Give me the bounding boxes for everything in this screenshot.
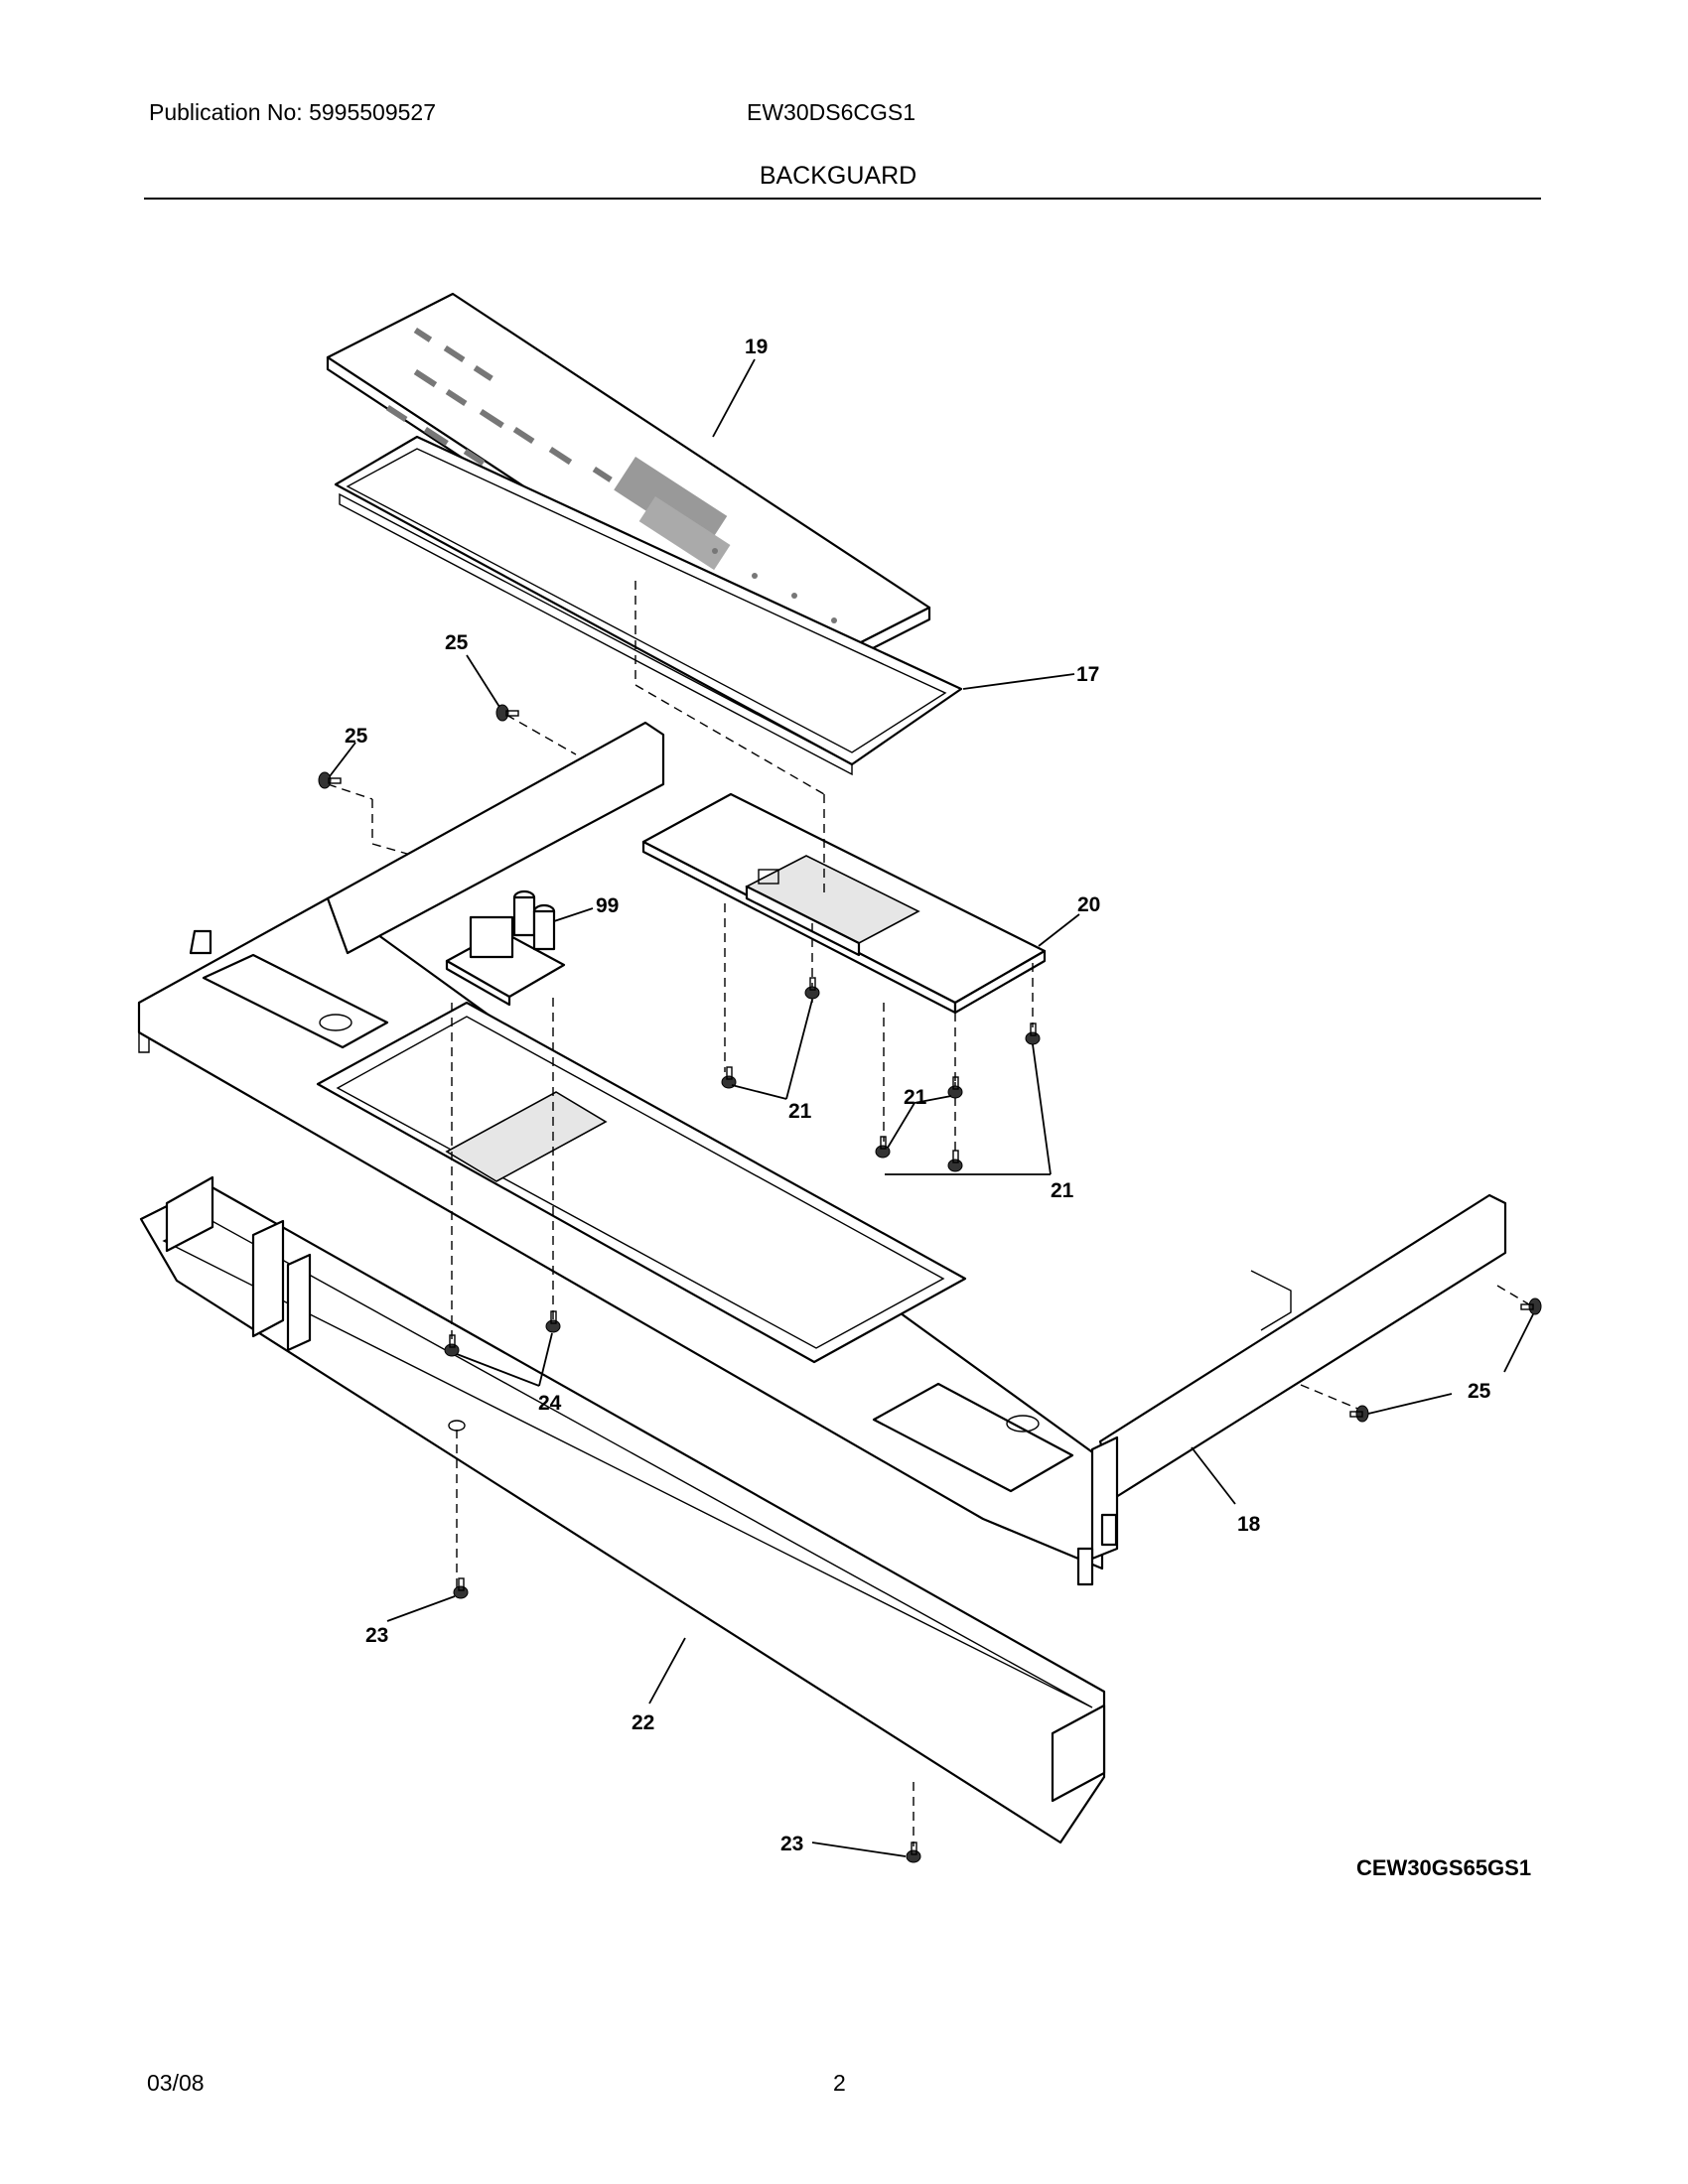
- leader-lines: [329, 358, 1534, 1857]
- page-number: 2: [833, 2070, 846, 2096]
- screw-icon: [947, 1076, 963, 1099]
- callout-21-right: 21: [1051, 1179, 1074, 1202]
- screw-icon: [947, 1150, 963, 1172]
- callout-24: 24: [538, 1392, 562, 1415]
- callout-23-upper: 23: [365, 1624, 388, 1647]
- callout-19: 19: [745, 336, 768, 358]
- callout-labels: 19 17 25 25 99 20 21 21 21 24 25 18 23 2…: [345, 336, 1491, 1855]
- section-title: BACKGUARD: [0, 162, 1688, 191]
- screw-icon: [318, 771, 342, 789]
- screws: [318, 704, 1542, 1863]
- part-20-control-board: [641, 792, 1047, 1015]
- screw-icon: [545, 1310, 561, 1333]
- callout-99: 99: [596, 894, 619, 917]
- screw-icon: [906, 1842, 921, 1863]
- screw-icon: [495, 704, 519, 722]
- part-18-backguard-frame: [137, 721, 1507, 1586]
- callout-17: 17: [1076, 663, 1099, 686]
- header-rule: [144, 198, 1541, 200]
- overlay-graphics: [385, 328, 837, 643]
- publication-number: Publication No: 5995509527: [149, 99, 437, 125]
- part-99-transformer-board: [445, 889, 566, 1007]
- callout-23-lower: 23: [780, 1833, 803, 1855]
- callout-21-left: 21: [788, 1100, 812, 1123]
- part-17-gasket: [334, 435, 963, 776]
- callout-20: 20: [1077, 893, 1100, 916]
- screw-icon: [804, 977, 820, 1000]
- callout-22: 22: [632, 1711, 654, 1734]
- screw-icon: [453, 1577, 469, 1599]
- screw-icon: [875, 1136, 891, 1159]
- screw-icon: [1520, 1297, 1542, 1315]
- callout-18: 18: [1237, 1513, 1261, 1536]
- section-title-text: BACKGUARD: [759, 162, 917, 190]
- callout-25-top: 25: [445, 631, 469, 654]
- footer-date: 03/08: [147, 2070, 205, 2096]
- callout-21-middle: 21: [904, 1086, 927, 1109]
- callout-25-left: 25: [345, 725, 368, 748]
- callout-25-right: 25: [1468, 1380, 1491, 1403]
- part-22-lower-trim: [139, 1175, 1106, 1844]
- model-number: EW30DS6CGS1: [747, 99, 916, 125]
- screw-icon: [1349, 1405, 1369, 1423]
- screw-icon: [444, 1334, 460, 1357]
- figure-code: CEW30GS65GS1: [1356, 1855, 1531, 1880]
- alignment-lines: [327, 581, 1530, 1846]
